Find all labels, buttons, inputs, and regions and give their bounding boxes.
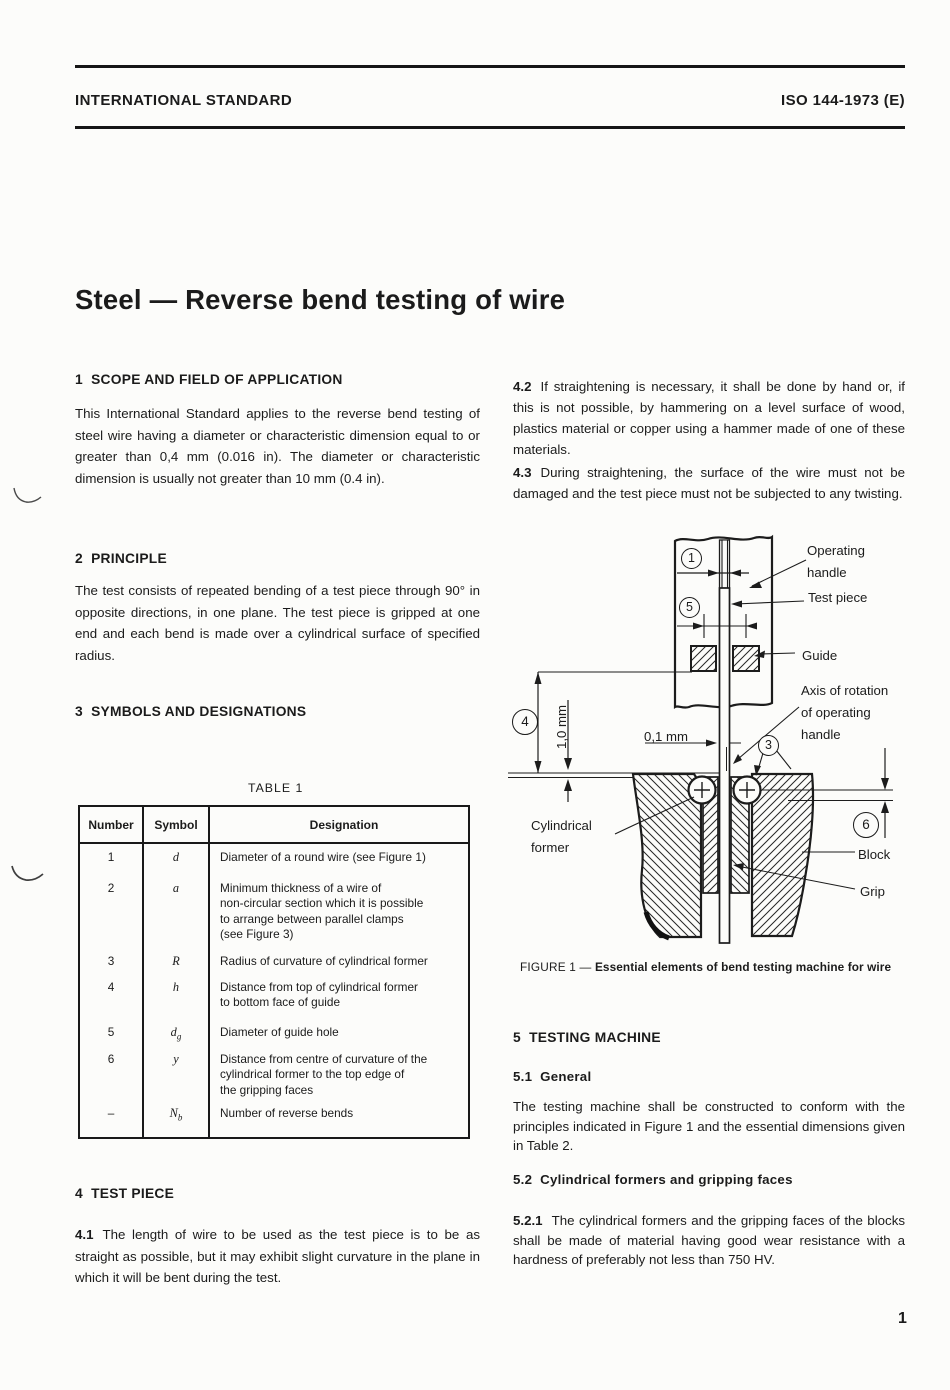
row-symbol: Nb: [169, 1106, 183, 1123]
row-symbol: a: [172, 881, 180, 895]
row-designation: Diameter of a round wire (see Figure 1): [220, 850, 426, 864]
label-grip: Grip: [860, 884, 885, 899]
header-rule-bottom: [75, 126, 905, 129]
label-dim-1-0-mm: 1,0 mm: [554, 705, 569, 749]
table-header-designation: Designation: [309, 818, 379, 832]
table-header-number: Number: [88, 818, 134, 832]
label-test-piece: Test piece: [808, 590, 868, 605]
row-designation: Minimum thickness of a wire of non-circu…: [220, 881, 424, 941]
clause-number: 5.2.1: [513, 1213, 543, 1228]
section-5-heading: 5 TESTING MACHINE: [513, 1030, 661, 1045]
row-designation: Diameter of guide hole: [220, 1025, 339, 1039]
callout-4: 4: [512, 709, 538, 735]
section-1-paragraph: This International Standard applies to t…: [75, 406, 480, 486]
row-number: 2: [107, 881, 115, 895]
row-number: 6: [107, 1052, 115, 1066]
row-symbol: y: [173, 1052, 179, 1066]
table-column-divider: [142, 807, 144, 1137]
row-designation: Number of reverse bends: [220, 1106, 354, 1120]
row-number: 5: [107, 1025, 115, 1039]
row-symbol: d: [172, 850, 180, 864]
section-5-1-heading: 5.1 General: [513, 1069, 592, 1084]
table-header-separator: [80, 842, 468, 845]
header-rule-top: [75, 65, 905, 68]
row-symbol: R: [172, 954, 180, 968]
clause-number: 4.2: [513, 379, 532, 394]
clause-number: 4.1: [75, 1227, 94, 1242]
row-designation: Distance from top of cylindrical former …: [220, 980, 418, 1010]
section-2-paragraph: The test consists of repeated bending of…: [75, 583, 480, 663]
section-2-heading: 2 PRINCIPLE: [75, 551, 167, 566]
label-dim-0-1-mm: 0,1 mm: [644, 729, 688, 744]
callout-3: 3: [758, 735, 779, 756]
label-operating-handle: Operating handle: [807, 543, 865, 580]
section-1-heading: 1 SCOPE AND FIELD OF APPLICATION: [75, 372, 343, 387]
row-designation: Radius of curvature of cylindrical forme…: [220, 954, 428, 968]
row-number: 1: [107, 850, 115, 864]
label-block: Block: [858, 847, 891, 862]
page-number: 1: [898, 1310, 907, 1327]
standard-reference: ISO 144-1973 (E): [781, 92, 905, 109]
table-1: Number Symbol Designation 1 d Diameter o…: [78, 805, 470, 1139]
document-type-label: INTERNATIONAL STANDARD: [75, 92, 293, 109]
row-symbol: dg: [170, 1025, 182, 1042]
label-cylindrical-former: Cylindrical former: [531, 818, 592, 855]
section-5-1-paragraph: The testing machine shall be constructed…: [513, 1099, 905, 1153]
section-5-2-heading: 5.2 Cylindrical formers and gripping fac…: [513, 1172, 793, 1187]
clause-number: 4.3: [513, 465, 532, 480]
table-column-divider: [208, 807, 210, 1137]
row-symbol: h: [172, 980, 180, 994]
table-header-symbol: Symbol: [154, 818, 198, 832]
pen-mark: [13, 487, 42, 503]
callout-5: 5: [679, 597, 700, 618]
row-number: –: [107, 1106, 115, 1120]
label-guide: Guide: [802, 648, 838, 663]
section-4-heading: 4 TEST PIECE: [75, 1186, 175, 1201]
row-designation: Distance from centre of curvature of the…: [220, 1052, 428, 1097]
label-axis-of-rotation: Axis of rotation of operating handle: [801, 683, 889, 742]
figure-1-caption: FIGURE 1 — Essential elements of bend te…: [520, 960, 892, 974]
pen-mark: [11, 865, 44, 881]
table-1-caption: TABLE 1: [248, 781, 304, 795]
section-3-heading: 3 SYMBOLS AND DESIGNATIONS: [75, 704, 307, 719]
callout-1: 1: [681, 548, 702, 569]
row-number: 3: [107, 954, 115, 968]
page-title: Steel — Reverse bend testing of wire: [75, 284, 566, 315]
row-number: 4: [107, 980, 115, 994]
callout-6: 6: [853, 812, 879, 838]
